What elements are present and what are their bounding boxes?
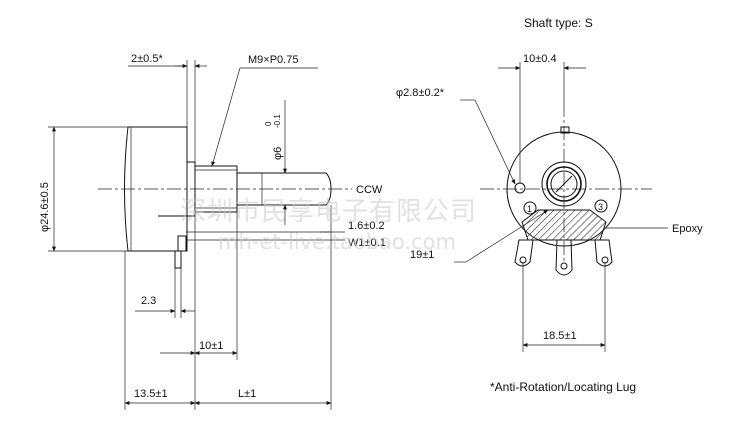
footnote: *Anti-Rotation/Locating Lug	[490, 380, 636, 394]
epoxy-label: Epoxy	[672, 223, 703, 235]
front-view: Shaft type: S 1 3 10±0.4	[396, 16, 703, 394]
shaft-length-dim: L±1	[238, 388, 256, 400]
terminal-1-label: 1	[527, 204, 532, 214]
watermark-line-2: mh-et-live.taobao.com	[218, 230, 456, 254]
flange-dim: 2±0.5*	[131, 53, 163, 65]
shaft-type-label: Shaft type: S	[524, 16, 593, 30]
terminal-3-label: 3	[598, 202, 603, 212]
pot-body	[124, 126, 188, 252]
lug-diameter-dim: φ2.8±0.2*	[396, 87, 445, 99]
terminal-position-dim: 2.3	[141, 295, 156, 307]
watermark: 深圳市民享电子有限公司 mh-et-live.taobao.com	[180, 197, 477, 254]
ccw-label: CCW	[356, 184, 383, 196]
terminal-width-dim: W1±0.1	[348, 237, 386, 249]
lug-offset-dim: 10±0.4	[523, 53, 557, 65]
shaft-diameter-dim: φ6	[272, 147, 284, 160]
body-length-dim: 13.5±1	[134, 388, 168, 400]
locating-lug	[514, 182, 526, 194]
terminal-center	[555, 239, 573, 276]
bushing-length-dim: 10±1	[199, 340, 223, 352]
terminal-angle-dim: 19±1	[410, 249, 434, 261]
shaft-tolerance-top: 0	[264, 121, 273, 126]
terminal-thickness-dim: 1.6±0.2	[348, 220, 385, 232]
terminal-left	[514, 239, 534, 267]
shaft-tolerance-bottom: -0.1	[273, 114, 282, 128]
terminal-span-dim: 18.5±1	[543, 330, 577, 342]
body-outline	[506, 131, 622, 247]
terminal	[174, 251, 182, 269]
watermark-line-1: 深圳市民享电子有限公司	[180, 197, 477, 227]
thread-dim: M9×P0.75	[248, 54, 298, 66]
side-view: CCW 2±0.5* M9×P0.75 φ24.6±0.5 φ6 0 -0.1 …	[39, 53, 386, 410]
body-diameter-dim: φ24.6±0.5	[39, 182, 51, 232]
epoxy-block	[521, 209, 607, 241]
terminal-right	[594, 239, 613, 267]
